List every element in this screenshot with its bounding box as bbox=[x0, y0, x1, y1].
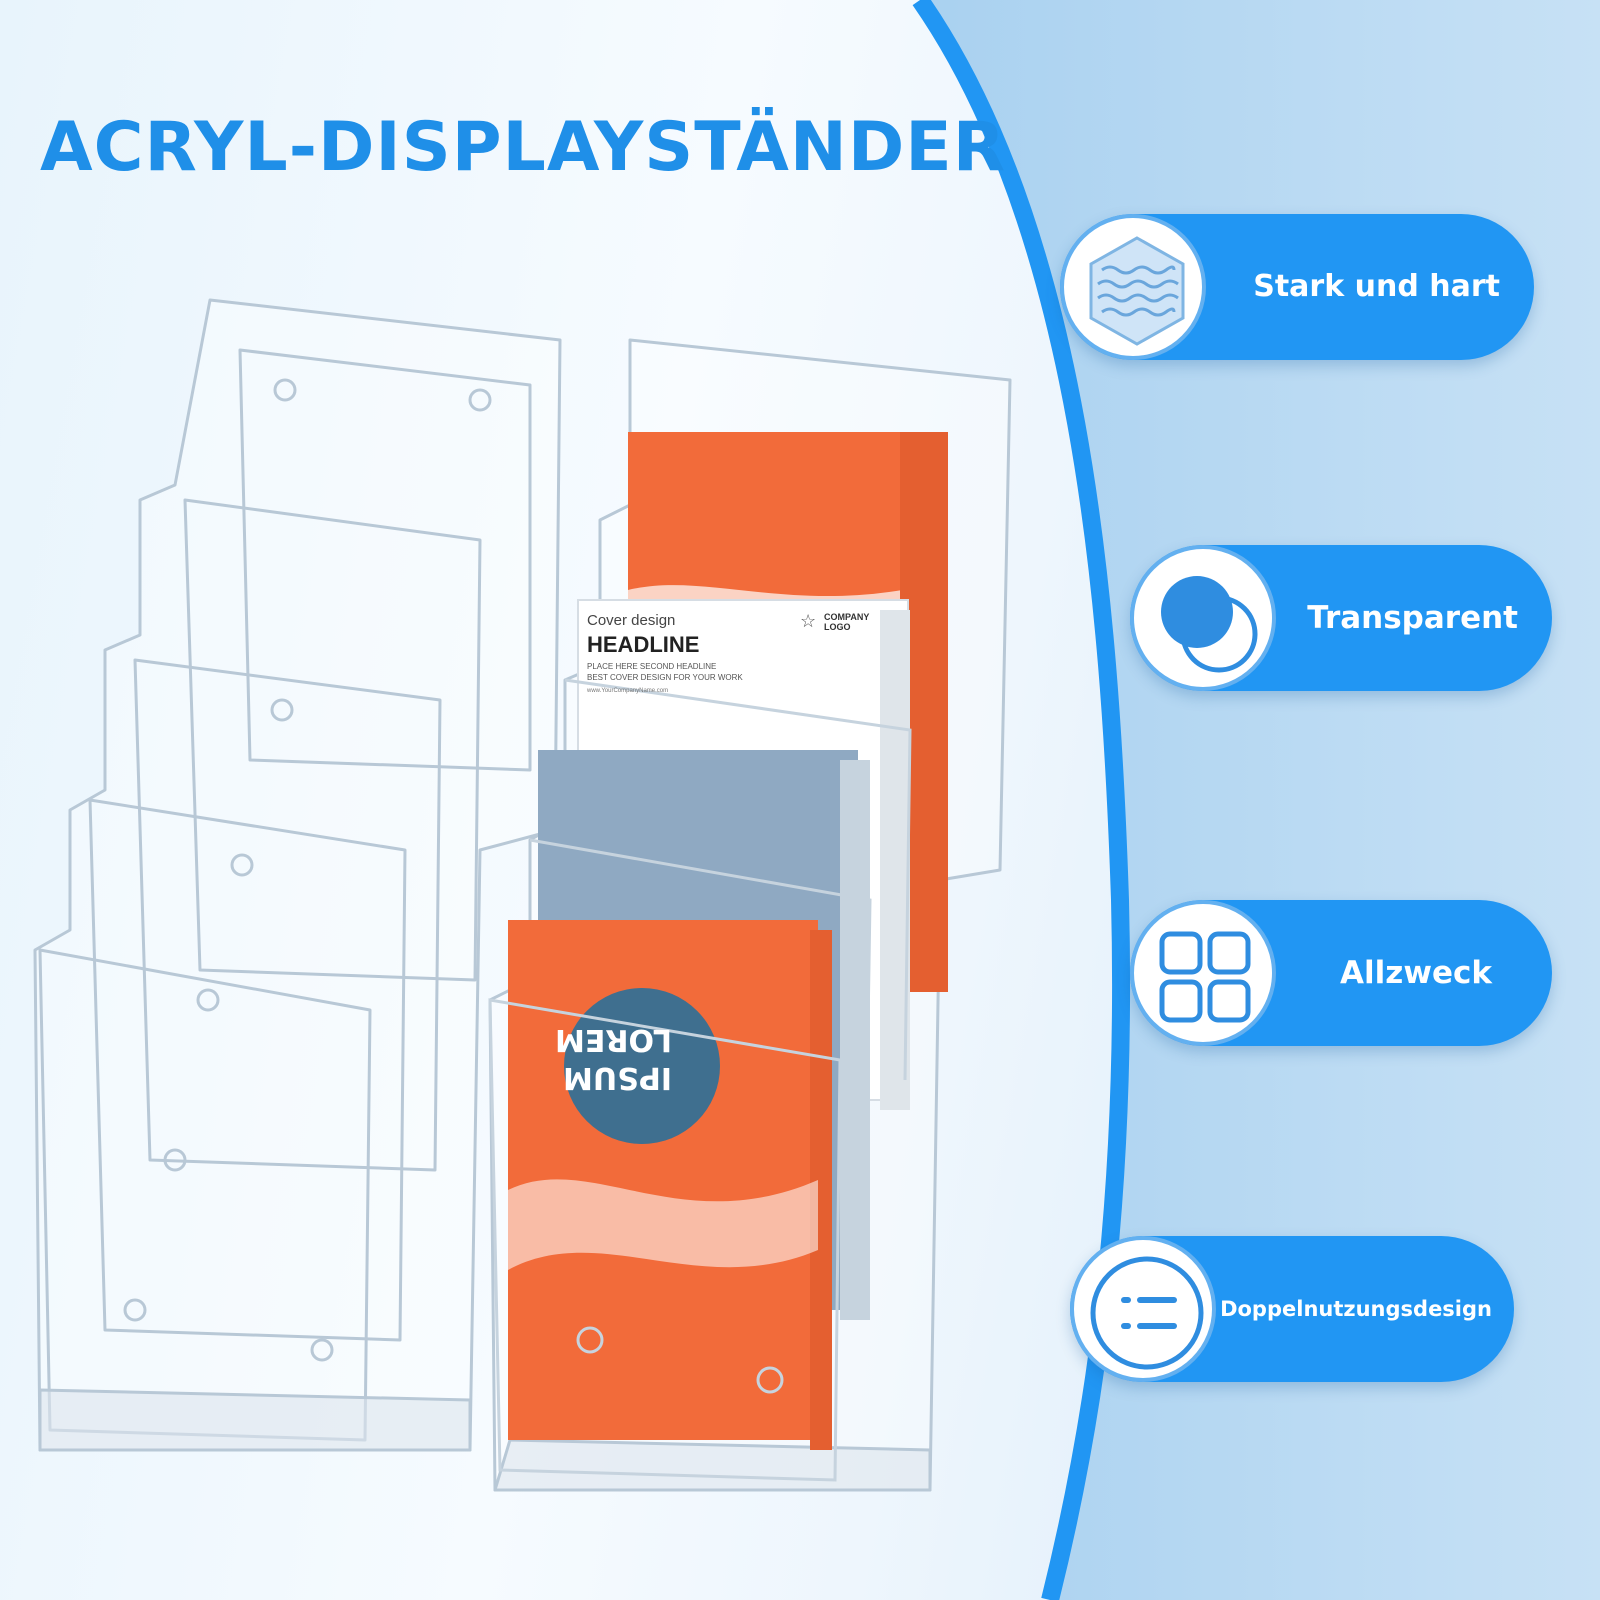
overlapping-circles-icon bbox=[1130, 545, 1276, 691]
feature-pill-transparent: Transparent bbox=[1130, 545, 1552, 691]
brochure-website-text: www.YourCompanyName.com bbox=[587, 688, 669, 694]
feature-pill-stark-und-hart: Stark und hart bbox=[1060, 214, 1534, 360]
feature-pill-allzweck: Allzweck bbox=[1130, 900, 1552, 1046]
brochure-ipsum-text: IPSUM bbox=[563, 1060, 672, 1095]
feature-label: Stark und hart bbox=[1253, 269, 1500, 304]
brochure-headline-text: HEADLINE bbox=[587, 632, 700, 657]
feature-label: Transparent bbox=[1307, 600, 1518, 636]
feature-label: Allzweck bbox=[1340, 955, 1492, 991]
hexagon-texture-icon bbox=[1060, 214, 1206, 360]
empty-acrylic-stand bbox=[33, 298, 562, 1452]
brochure-lorem-text: LOREM bbox=[555, 1022, 672, 1057]
star-icon: ☆ bbox=[800, 611, 817, 631]
brochure-company-text: COMPANY bbox=[824, 612, 870, 622]
brochure-logo-text: LOGO bbox=[824, 622, 851, 632]
brochure-best-cover-text: BEST COVER DESIGN FOR YOUR WORK bbox=[587, 673, 743, 682]
feature-label: Doppelnutzungsdesign bbox=[1220, 1297, 1492, 1321]
brochure-second-headline-text: PLACE HERE SECOND HEADLINE bbox=[587, 662, 717, 671]
grid-icon bbox=[1130, 900, 1276, 1046]
page-title: ACRYL-DISPLAYSTÄNDER bbox=[40, 108, 1007, 187]
list-icon bbox=[1070, 1236, 1216, 1382]
filled-acrylic-stand bbox=[488, 338, 1012, 1492]
brochure-cover-design-text: Cover design bbox=[587, 612, 676, 629]
feature-pill-doppelnutzungsdesign: Doppelnutzungsdesign bbox=[1070, 1236, 1514, 1382]
brochure-orange-front bbox=[508, 920, 832, 1450]
